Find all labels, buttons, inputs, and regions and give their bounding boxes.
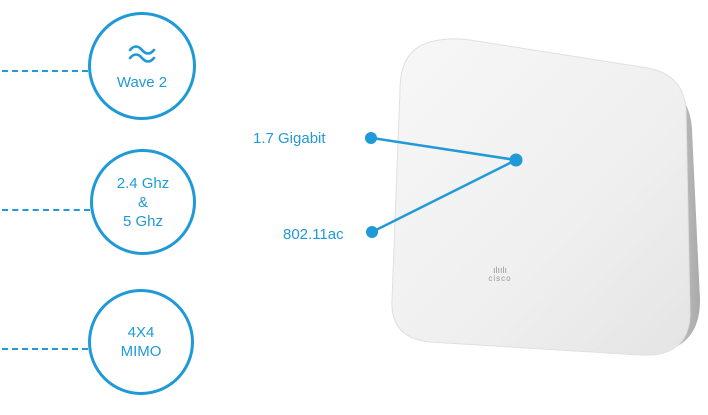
feature-mimo-bubble: 4X4 MIMO [88,289,194,395]
feature-mimo-line1: 4X4 [127,324,155,341]
cisco-logo: ılıılı cisco [478,265,522,284]
standard-connector-line [371,158,517,234]
feature-mimo-line2: MIMO [120,343,162,360]
standard-callout-label: 802.11ac [283,226,344,243]
device-body [391,38,691,356]
cisco-logo-text: cisco [488,274,512,283]
wave-dashed-leader [2,70,88,72]
feature-band-line1: 2.4 Ghz [116,174,170,192]
feature-band-line2: & [137,193,148,211]
speed-connector-dot [365,132,377,144]
standard-connector-dot [366,226,378,238]
feature-dual-band-bubble: 2.4 Ghz & 5 Ghz [90,149,196,255]
band-dashed-leader [2,209,90,211]
feature-wave2-bubble: Wave 2 [88,12,196,120]
speed-callout-label: 1.7 Gigabit [253,130,326,147]
wave-icon [128,44,156,63]
feature-band-line3: 5 Ghz [122,212,164,230]
cisco-logo-bars: ılıılı [492,265,507,275]
device-center-dot [509,153,523,167]
speed-connector-line [371,136,517,162]
feature-wave2-label: Wave 2 [116,73,168,91]
mimo-dashed-leader [2,348,88,350]
